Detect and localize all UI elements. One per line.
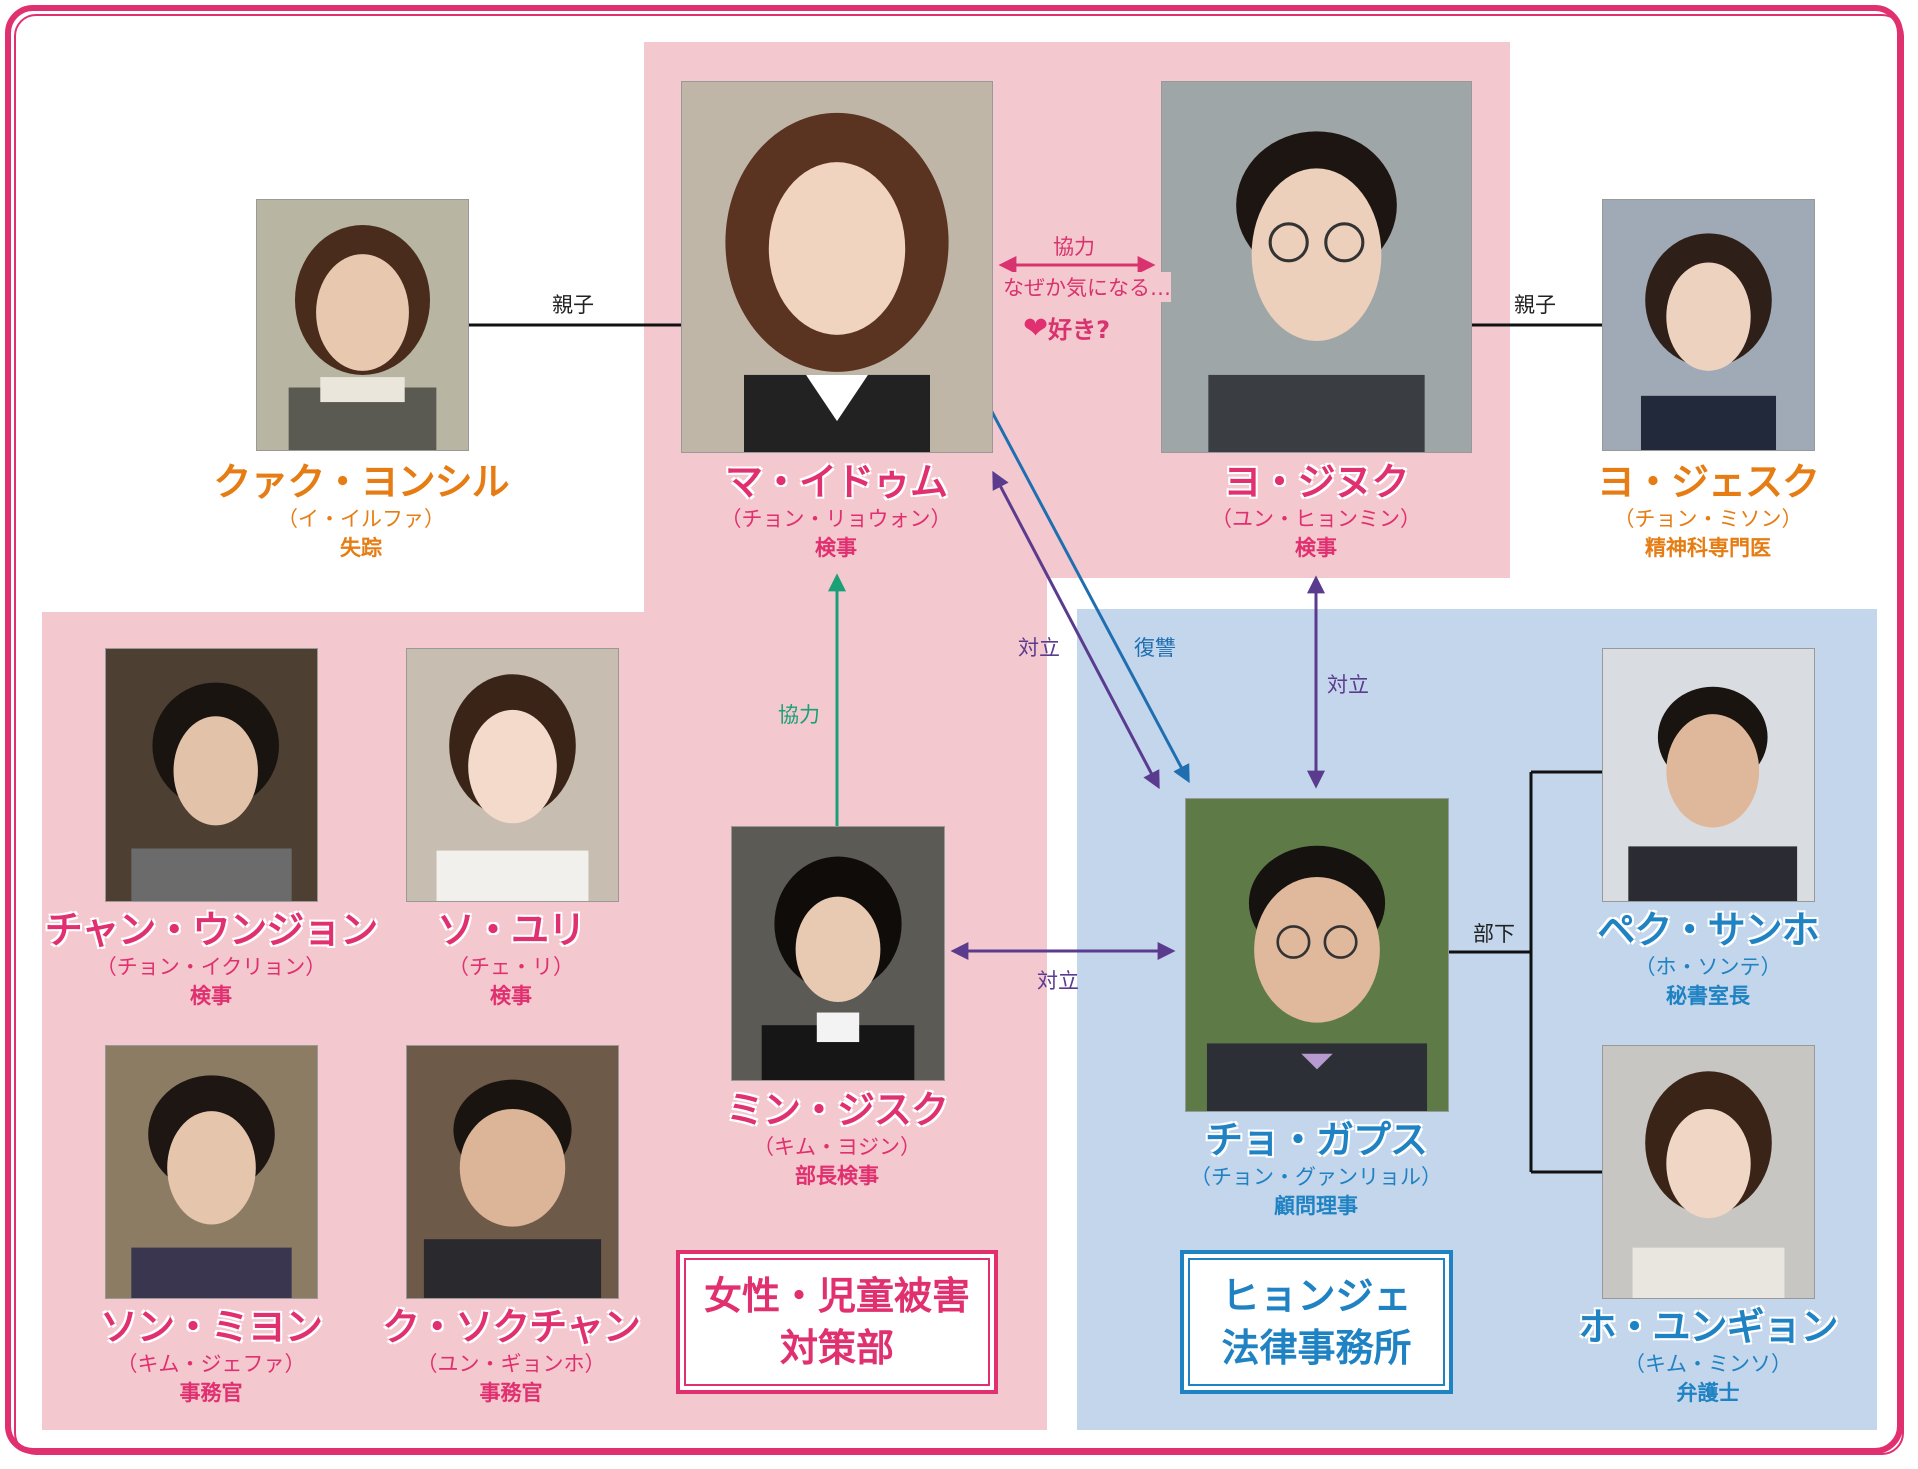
role-ma-idum: 検事 (815, 536, 857, 560)
photo-ho (1602, 1045, 1815, 1299)
name-kwak: クァク・ヨンシル (213, 460, 509, 504)
photo-chan (105, 648, 318, 902)
name-ma-idum: マ・イドゥム (724, 460, 948, 504)
photo-ma-idum (681, 81, 993, 453)
photo-ku (406, 1045, 619, 1299)
label-tairitsu-ma: 対立 (1018, 636, 1060, 660)
caption-son: ソン・ミヨン （キム・ジェファ） 事務官 (41, 1305, 381, 1407)
label-suki: ❤好き? (1023, 310, 1111, 346)
name-min: ミン・ジスク (725, 1088, 949, 1132)
role-min: 部長検事 (795, 1164, 879, 1188)
label-kyoryoku-top: 協力 (1053, 231, 1095, 261)
inner-frame (14, 14, 1904, 1455)
photo-son (105, 1045, 318, 1299)
photo-pek (1602, 648, 1815, 902)
photo-yo-jinuk (1161, 81, 1472, 453)
caption-kwak: クァク・ヨンシル （イ・イルファ） 失踪 (191, 460, 531, 562)
tairitsu-ma-arrow (992, 470, 1160, 790)
name-pek: ペク・サンホ (1597, 908, 1819, 952)
fukushu-arrow (989, 409, 1190, 784)
dept-law-firm: ヒョンジェ 法律事務所 (1180, 1250, 1453, 1394)
actor-cho: （チョン・グァンリョル） (1190, 1165, 1442, 1189)
photo-kwak (256, 199, 469, 451)
caption-min: ミン・ジスク （キム・ヨジン） 部長検事 (667, 1088, 1007, 1190)
role-kwak: 失踪 (340, 536, 382, 560)
label-fukushu: 復讐 (1134, 632, 1176, 662)
caption-yo-jesuk: ヨ・ジェスク （チョン・ミソン） 精神科専門医 (1538, 460, 1878, 562)
dept-women-line1: 女性・児童被害 (703, 1273, 970, 1318)
role-cho: 顧問理事 (1274, 1194, 1358, 1218)
caption-yo-jinuk: ヨ・ジヌク （ユン・ヒョンミン） 検事 (1146, 460, 1486, 562)
actor-min: （キム・ヨジン） (753, 1135, 921, 1159)
name-yo-jesuk: ヨ・ジェスク (1596, 460, 1820, 504)
actor-so-yuri: （チェ・リ） (448, 955, 574, 979)
role-so-yuri: 検事 (490, 984, 532, 1008)
caption-chan: チャン・ウンジョン （チョン・イクリョン） 検事 (41, 908, 381, 1010)
actor-chan: （チョン・イクリョン） (95, 955, 327, 979)
actor-pek: （ホ・ソンテ） (1634, 955, 1782, 979)
name-yo-jinuk: ヨ・ジヌク (1223, 460, 1409, 504)
actor-kwak: （イ・イルファ） (277, 507, 445, 531)
label-kyoryoku-min: 協力 (778, 703, 820, 727)
name-chan: チャン・ウンジョン (44, 908, 379, 952)
dept-law-line1: ヒョンジェ (1221, 1273, 1412, 1318)
label-tairitsu-min: 対立 (1037, 969, 1079, 993)
dept-women-child: 女性・児童被害 対策部 (676, 1250, 998, 1394)
name-ku: ク・ソクチャン (382, 1305, 641, 1349)
label-nazeka: なぜか気になる… (1003, 272, 1171, 302)
label-suki-text: 好き? (1048, 316, 1111, 344)
name-cho: チョ・ガプス (1204, 1118, 1428, 1162)
outer-frame (5, 5, 1903, 1454)
role-pek: 秘書室長 (1666, 984, 1750, 1008)
name-ho: ホ・ユンギョン (1578, 1305, 1838, 1349)
label-tairitsu-yo: 対立 (1327, 673, 1369, 697)
role-son: 事務官 (179, 1381, 243, 1405)
photo-so-yuri (406, 648, 619, 902)
caption-ma-idum: マ・イドゥム （チョン・リョウォン） 検事 (666, 460, 1006, 562)
caption-cho: チョ・ガプス （チョン・グァンリョル） 顧問理事 (1146, 1118, 1486, 1220)
photo-yo-jesuk (1602, 199, 1815, 451)
caption-so-yuri: ソ・ユリ （チェ・リ） 検事 (341, 908, 681, 1010)
role-ku: 事務官 (479, 1381, 543, 1405)
actor-yo-jesuk: （チョン・ミソン） (1613, 507, 1803, 531)
photo-cho (1185, 798, 1449, 1112)
actor-son: （キム・ジェファ） (116, 1352, 306, 1376)
role-yo-jinuk: 検事 (1295, 536, 1337, 560)
buka-bracket (1447, 770, 1602, 1174)
actor-yo-jinuk: （ユン・ヒョンミン） (1211, 507, 1421, 531)
dept-women-line2: 対策部 (779, 1325, 894, 1370)
label-oyako-right: 親子 (1514, 293, 1556, 317)
name-son: ソン・ミヨン (99, 1305, 323, 1349)
heart-icon: ❤ (1023, 311, 1049, 346)
photo-min (731, 826, 945, 1081)
caption-ku: ク・ソクチャン （ユン・ギョンホ） 事務官 (341, 1305, 681, 1407)
actor-ho: （キム・ミンソ） (1624, 1352, 1792, 1376)
dept-law-line2: 法律事務所 (1221, 1325, 1412, 1370)
label-buka: 部下 (1473, 922, 1515, 946)
label-oyako-left: 親子 (552, 293, 594, 317)
caption-pek: ペク・サンホ （ホ・ソンテ） 秘書室長 (1538, 908, 1878, 1010)
actor-ma-idum: （チョン・リョウォン） (720, 507, 952, 531)
role-chan: 検事 (190, 984, 232, 1008)
role-yo-jesuk: 精神科専門医 (1645, 536, 1771, 560)
role-ho: 弁護士 (1676, 1381, 1740, 1405)
caption-ho: ホ・ユンギョン （キム・ミンソ） 弁護士 (1538, 1305, 1878, 1407)
actor-ku: （ユン・ギョンホ） (416, 1352, 606, 1376)
name-so-yuri: ソ・ユリ (436, 908, 586, 952)
